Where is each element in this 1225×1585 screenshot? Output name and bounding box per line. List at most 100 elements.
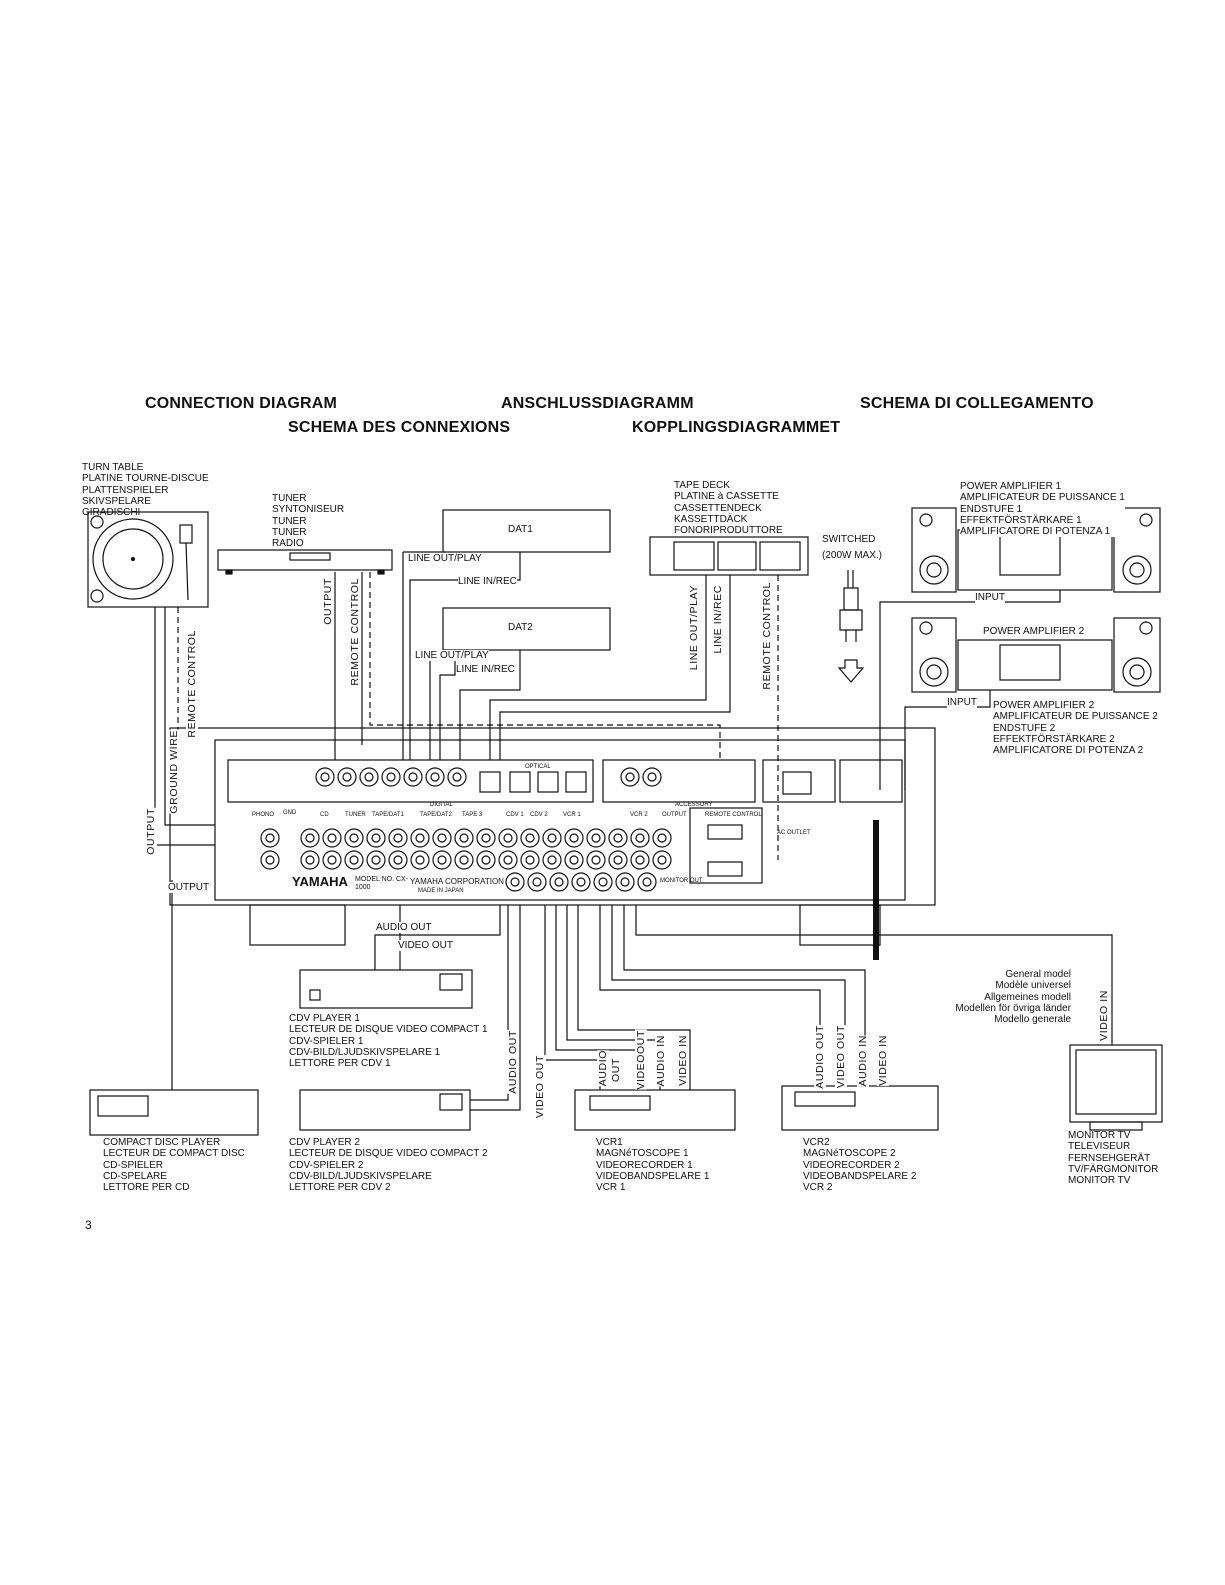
rca-jack-center [547, 833, 557, 843]
tape-line-in-label: LINE IN/REC [712, 585, 724, 654]
rca-jack-center [386, 772, 396, 782]
rca-jack [388, 850, 408, 870]
rca-jack [527, 872, 547, 892]
rca-jack-center [342, 772, 352, 782]
rca-jack-center [320, 772, 330, 782]
rca-jack-center [371, 855, 381, 865]
rca-jack-center [635, 855, 645, 865]
vcr1-video-in-label: VIDEO IN [677, 1035, 689, 1086]
tuner-device [217, 549, 393, 575]
rca-jack [344, 828, 364, 848]
section-gnd: GND [283, 810, 297, 816]
power-amp2-short-label: POWER AMPLIFIER 2 [983, 626, 1085, 637]
section-tape-dat1: TAPE/DAT1 [372, 812, 404, 818]
receiver-brand: YAMAHA [292, 874, 348, 889]
vcr1-out-label: OUT [610, 1058, 622, 1082]
rca-jack [432, 828, 452, 848]
rca-jack [520, 828, 540, 848]
rca-jack [322, 828, 342, 848]
section-phono: PHONO [252, 812, 275, 818]
dat2-device [442, 607, 611, 651]
vcr1-device [574, 1089, 736, 1131]
rca-jack-center [591, 855, 601, 865]
cd-output-label: OUTPUT [168, 882, 210, 893]
title-it: SCHEMA DI COLLEGAMENTO [860, 395, 1094, 412]
rca-jack-center [647, 772, 657, 782]
rca-jack-center [532, 877, 542, 887]
rca-jack [410, 828, 430, 848]
rca-jack [586, 828, 606, 848]
rca-jack [620, 767, 640, 787]
section-vcr2: VCR 2 [630, 812, 648, 818]
rca-jack-center [569, 833, 579, 843]
rca-jack [593, 872, 613, 892]
dat1-label: DAT1 [508, 524, 533, 535]
section-remote-control: REMOTE CONTROL [705, 812, 762, 818]
rca-jack-center [525, 833, 535, 843]
rca-jack-center [620, 877, 630, 887]
section-optical: OPTICAL [525, 764, 551, 770]
section-cdv2: CDV 2 [530, 812, 548, 818]
rca-jack-center [305, 855, 315, 865]
section-ac-outlet: AC OUTLET [777, 830, 811, 836]
rca-jack [608, 828, 628, 848]
receiver-model: MODEL NO. CX-1000 [355, 876, 409, 891]
section-cd: CD [320, 812, 329, 818]
rca-jack-center [625, 772, 635, 782]
rca-jack-center [481, 855, 491, 865]
rca-jack-center [503, 855, 513, 865]
vcr1-audio-label: AUDIO [597, 1050, 609, 1087]
rca-jack-center [437, 855, 447, 865]
section-monitor-out: MONITOR OUT [660, 878, 703, 884]
rca-jack-center [459, 855, 469, 865]
rca-jack-center [349, 833, 359, 843]
vcr2-audio-in-label: AUDIO IN [857, 1035, 869, 1087]
rca-jack-center [635, 833, 645, 843]
cdv1-audio-out-label: AUDIO OUT [376, 922, 432, 933]
rca-jack [564, 850, 584, 870]
section-cdv1: CDV 1 [506, 812, 524, 818]
switched-outlet-label: SWITCHED(200W MAX.) [822, 534, 883, 561]
dat2-line-out-label: LINE OUT/PLAY [415, 650, 489, 661]
rca-jack-center [547, 855, 557, 865]
rca-jack-center [408, 772, 418, 782]
rca-jack-center [598, 877, 608, 887]
rca-jack [652, 828, 672, 848]
section-tuner: TUNER [345, 812, 366, 818]
rca-jack [447, 767, 467, 787]
section-tape-dat2: TAPE/DAT2 [420, 812, 452, 818]
section-tape3: TAPE 3 [462, 812, 483, 818]
rca-jack-center [569, 855, 579, 865]
rca-jack [498, 828, 518, 848]
rca-jack [381, 767, 401, 787]
rca-jack-center [415, 833, 425, 843]
receiver-maker: YAMAHA CORPORATION [410, 877, 504, 886]
rca-jack [454, 850, 474, 870]
title-fr: SCHEMA DES CONNEXIONS [288, 419, 511, 436]
rca-jack [432, 850, 452, 870]
rca-jack [476, 850, 496, 870]
rca-jack [425, 767, 445, 787]
title-en: CONNECTION DIAGRAM [145, 395, 338, 412]
tape-remote-label: REMOTE CONTROL [761, 582, 773, 690]
rca-jack [642, 767, 662, 787]
section-accessory: ACCESSORY [675, 802, 713, 808]
vcr2-video-in-label: VIDEO IN [877, 1035, 889, 1086]
rca-jack-center [437, 833, 447, 843]
turntable-remote-label: REMOTE CONTROL [186, 630, 198, 738]
rca-jack-center [554, 877, 564, 887]
rca-jack-center [265, 855, 275, 865]
rca-jack [337, 767, 357, 787]
rca-jack [586, 850, 606, 870]
power-amp2-device [911, 617, 1161, 693]
dat2-label: DAT2 [508, 622, 533, 633]
